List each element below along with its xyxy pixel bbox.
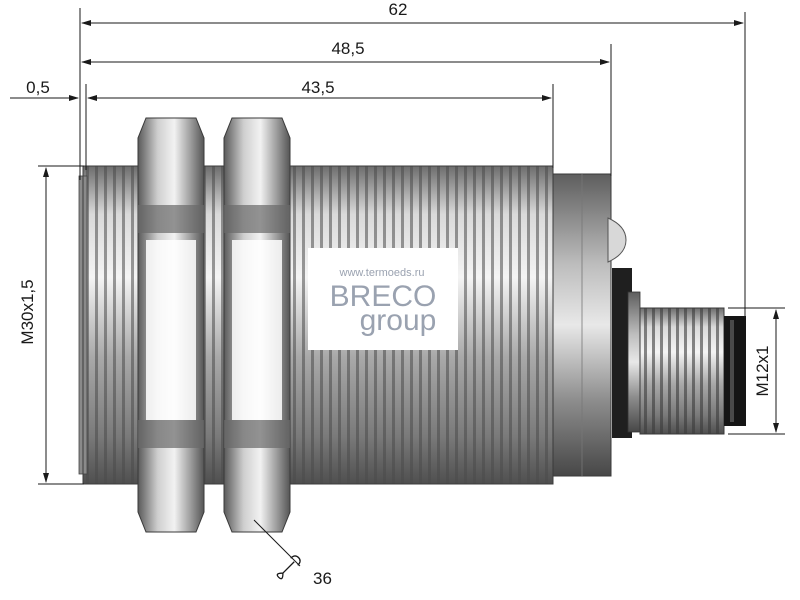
dim-offset: 0,5	[26, 78, 50, 97]
watermark-panel	[308, 248, 458, 350]
watermark: www.termoeds.ru BRECO group	[308, 248, 458, 350]
watermark-url: www.termoeds.ru	[339, 267, 425, 279]
lock-nut-2	[223, 117, 291, 533]
wrench-size: 36	[313, 569, 332, 588]
connector-o-ring	[724, 316, 746, 426]
watermark-brand: BRECO	[330, 280, 437, 313]
dim-overall-length: 62	[389, 0, 408, 19]
dim-thread-length: 43,5	[301, 78, 334, 97]
seal-ring	[612, 268, 632, 438]
dim-body-thread: M30x1,5	[18, 279, 37, 344]
lock-nut-1	[137, 117, 205, 533]
wrench-icon	[276, 555, 301, 580]
watermark-group: group	[360, 304, 437, 337]
led-indicator	[607, 217, 627, 263]
dim-length-to-connector: 48,5	[331, 39, 364, 58]
dim-connector-thread: M12x1	[753, 345, 772, 396]
dimensions	[10, 8, 785, 567]
wrench-leader	[253, 519, 301, 567]
